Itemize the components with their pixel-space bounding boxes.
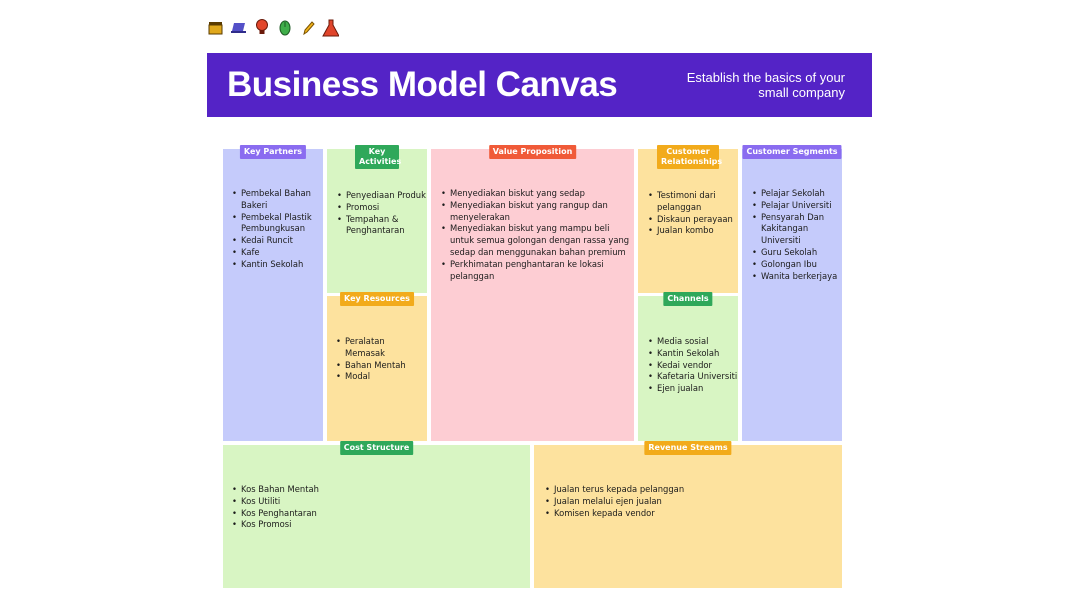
list-item: Jualan kombo <box>648 225 738 237</box>
section-label: Revenue Streams <box>644 441 732 455</box>
list-item: Kos Penghantaran <box>232 508 432 520</box>
list-item: Menyediakan biskut yang rangup dan menye… <box>441 200 631 224</box>
list-item: Ejen jualan <box>648 383 738 395</box>
section-label: Key Activities <box>355 145 401 169</box>
section-label: Key Partners <box>239 145 307 159</box>
cost-structure-section: Cost Structure Kos Bahan MentahKos Utili… <box>223 441 530 588</box>
list-item: Pembekal Plastik Pembungkusan <box>232 212 320 236</box>
decorative-icons <box>207 19 339 36</box>
key-activities-section: Key Activities Penyediaan ProdukPromosiT… <box>327 145 427 293</box>
list-item: Menyediakan biskut yang mampu beli untuk… <box>441 223 631 258</box>
list-item: Kantin Sekolah <box>232 259 320 271</box>
item-list: Pembekal Bahan BakeriPembekal Plastik Pe… <box>232 188 320 271</box>
item-list: Peralatan MemasakBahan MentahModal <box>336 336 426 383</box>
key-partners-section: Key Partners Pembekal Bahan BakeriPembek… <box>223 145 323 441</box>
list-item: Pelajar Sekolah <box>752 188 842 200</box>
channels-section: Channels Media sosialKantin SekolahKedai… <box>638 292 738 441</box>
list-item: Peralatan Memasak <box>336 336 426 360</box>
list-item: Promosi <box>337 202 427 214</box>
list-item: Kedai Runcit <box>232 235 320 247</box>
list-item: Modal <box>336 371 426 383</box>
list-item: Jualan terus kepada pelanggan <box>545 484 765 496</box>
dress-icon <box>322 19 339 36</box>
section-label: Customer Relationships <box>657 145 722 169</box>
item-list: Pelajar SekolahPelajar UniversitiPensyar… <box>752 188 842 282</box>
item-list: Kos Bahan MentahKos UtilitiKos Penghanta… <box>232 484 432 531</box>
list-item: Kafetaria Universiti <box>648 371 738 383</box>
list-item: Kedai vendor <box>648 360 738 372</box>
list-item: Penyediaan Produk <box>337 190 427 202</box>
value-proposition-section: Value Proposition Menyediakan biskut yan… <box>431 145 634 441</box>
list-item: Guru Sekolah <box>752 247 842 259</box>
mouse-icon <box>276 19 293 36</box>
item-list: Penyediaan ProdukPromosiTempahan & Pengh… <box>337 190 427 237</box>
list-item: Kos Bahan Mentah <box>232 484 432 496</box>
list-item: Diskaun perayaan <box>648 214 738 226</box>
list-item: Media sosial <box>648 336 738 348</box>
list-item: Testimoni dari pelanggan <box>648 190 738 214</box>
list-item: Kos Utiliti <box>232 496 432 508</box>
section-label: Customer Segments <box>742 145 842 159</box>
pencil-icon <box>299 19 316 36</box>
section-label: Key Resources <box>340 292 414 306</box>
item-list: Jualan terus kepada pelangganJualan mela… <box>545 484 765 519</box>
list-item: Golongan Ibu <box>752 259 842 271</box>
clapperboard-icon <box>207 19 224 36</box>
section-label: Cost Structure <box>339 441 414 455</box>
list-item: Kafe <box>232 247 320 259</box>
list-item: Perkhimatan penghantaran ke lokasi pelan… <box>441 259 631 283</box>
page-title: Business Model Canvas <box>227 65 618 104</box>
list-item: Bahan Mentah <box>336 360 426 372</box>
list-item: Wanita berkerjaya <box>752 271 842 283</box>
key-resources-section: Key Resources Peralatan MemasakBahan Men… <box>327 292 427 441</box>
section-label: Channels <box>663 292 713 306</box>
revenue-streams-section: Revenue Streams Jualan terus kepada pela… <box>534 441 842 588</box>
list-item: Kos Promosi <box>232 519 432 531</box>
section-label: Value Proposition <box>488 145 577 159</box>
lightbulb-icon <box>253 19 270 36</box>
list-item: Komisen kepada vendor <box>545 508 765 520</box>
item-list: Testimoni dari pelangganDiskaun perayaan… <box>648 190 738 237</box>
list-item: Jualan melalui ejen jualan <box>545 496 765 508</box>
customer-segments-section: Customer Segments Pelajar SekolahPelajar… <box>742 145 842 441</box>
item-list: Menyediakan biskut yang sedapMenyediakan… <box>441 188 631 282</box>
customer-relationships-section: Customer Relationships Testimoni dari pe… <box>638 145 738 293</box>
list-item: Tempahan & Penghantaran <box>337 214 427 238</box>
list-item: Kantin Sekolah <box>648 348 738 360</box>
item-list: Media sosialKantin SekolahKedai vendorKa… <box>648 336 738 395</box>
list-item: Pensyarah Dan Kakitangan Universiti <box>752 212 842 247</box>
list-item: Pelajar Universiti <box>752 200 842 212</box>
list-item: Pembekal Bahan Bakeri <box>232 188 320 212</box>
header-banner: Business Model Canvas Establish the basi… <box>207 53 872 117</box>
page-subtitle: Establish the basics of your small compa… <box>686 70 845 100</box>
list-item: Menyediakan biskut yang sedap <box>441 188 631 200</box>
laptop-icon <box>230 19 247 36</box>
